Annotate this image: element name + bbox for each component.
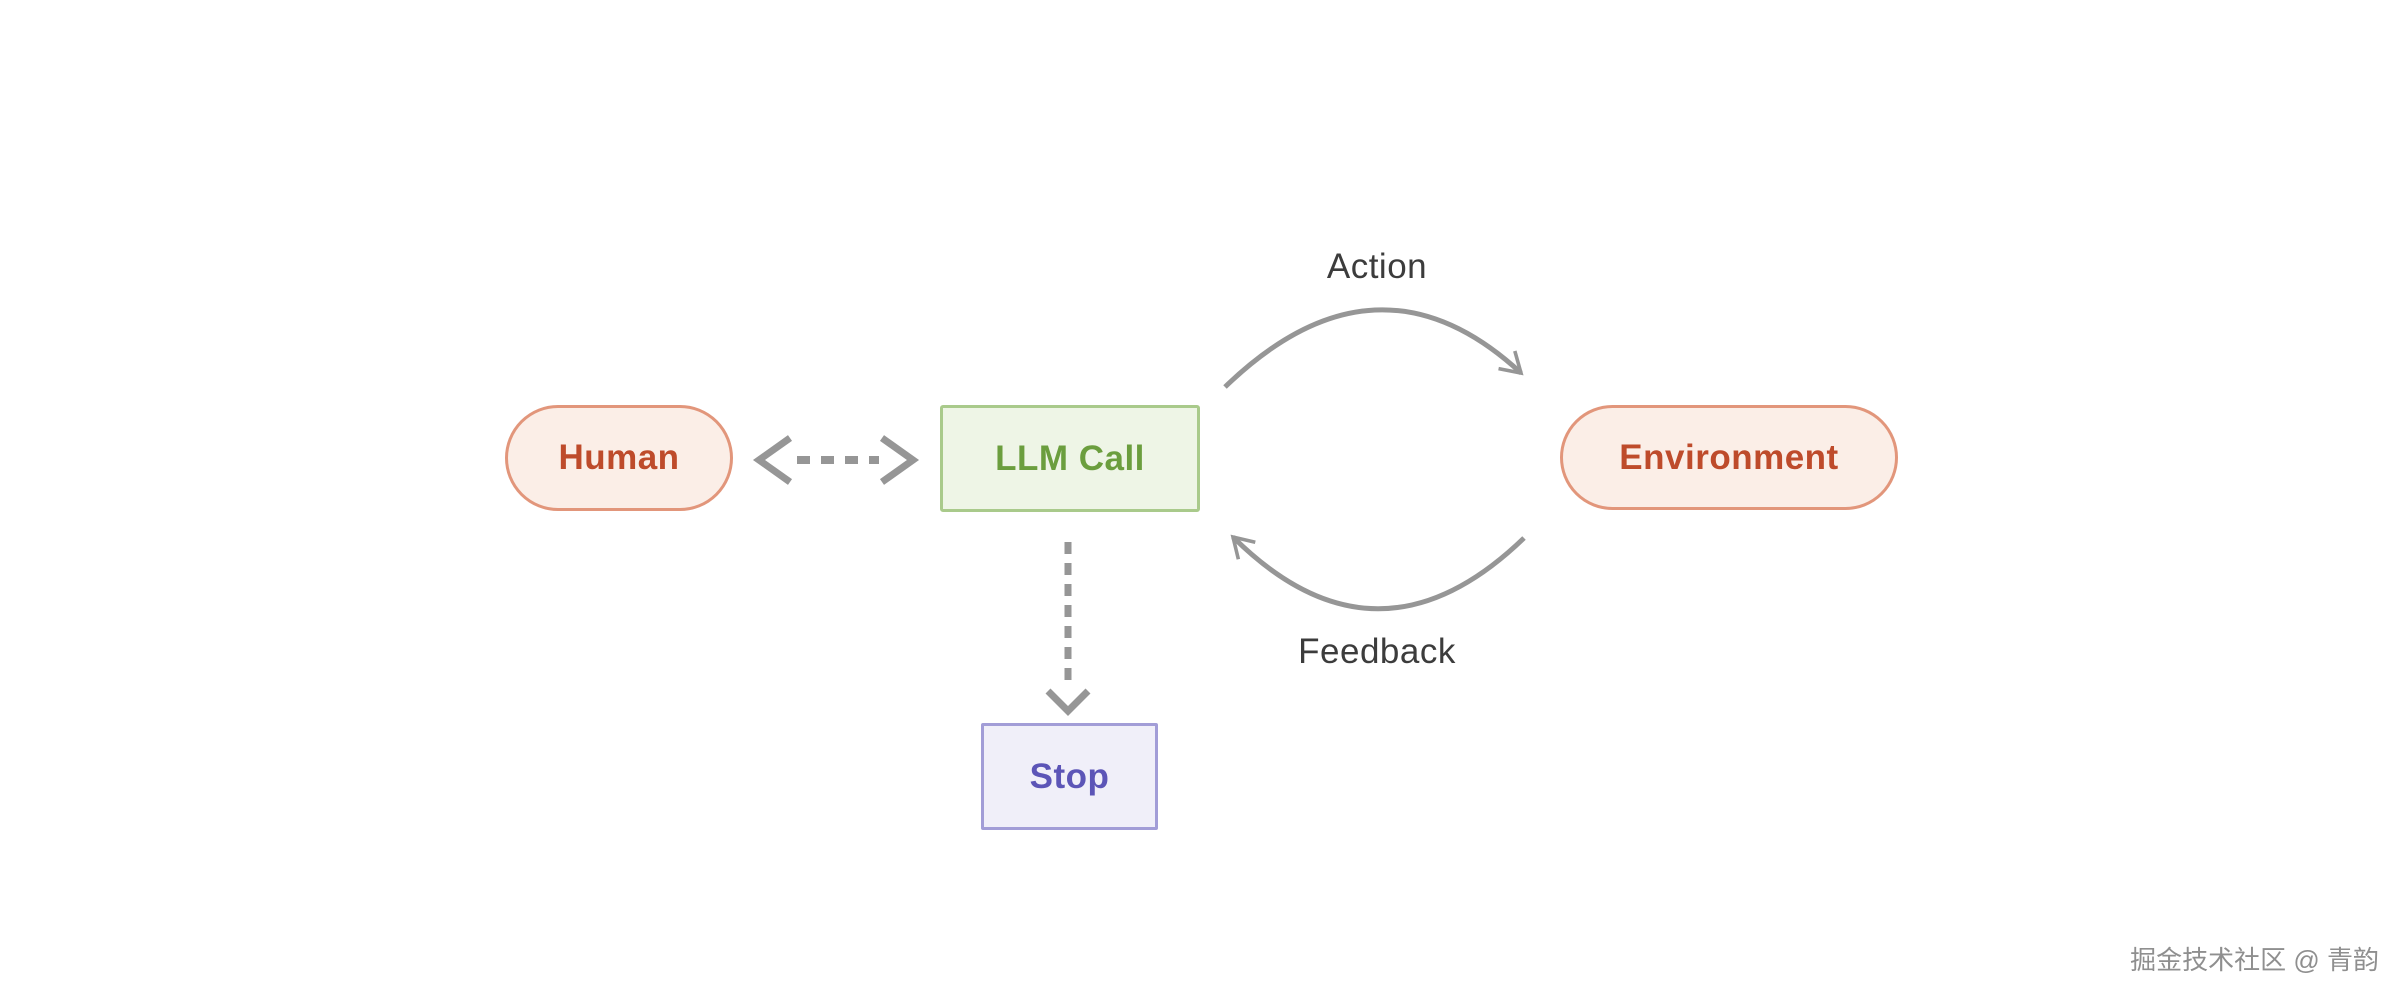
node-stop-label: Stop (1029, 756, 1110, 796)
node-environment-label: Environment (1619, 437, 1839, 477)
action-arrow (1223, 307, 1524, 389)
left-chevron-icon (752, 435, 793, 485)
node-stop: Stop (981, 723, 1158, 830)
feedback-edge-label: Feedback (1298, 632, 1456, 671)
action-edge-label: Action (1326, 247, 1428, 286)
right-chevron-icon (879, 435, 920, 485)
watermark-text: 掘金技术社区 @ 青韵 (2130, 945, 2379, 975)
node-llm-call: LLM Call (940, 405, 1200, 512)
llm-stop-dashed-arrow (1045, 542, 1091, 716)
node-human-label: Human (558, 438, 680, 477)
node-llm-call-label: LLM Call (995, 438, 1145, 478)
feedback-arrow (1230, 534, 1526, 612)
down-chevron-icon (1045, 688, 1091, 716)
node-environment: Environment (1560, 405, 1898, 510)
human-llm-bidirectional-dashed-arrow (752, 435, 920, 485)
node-human: Human (505, 405, 733, 511)
